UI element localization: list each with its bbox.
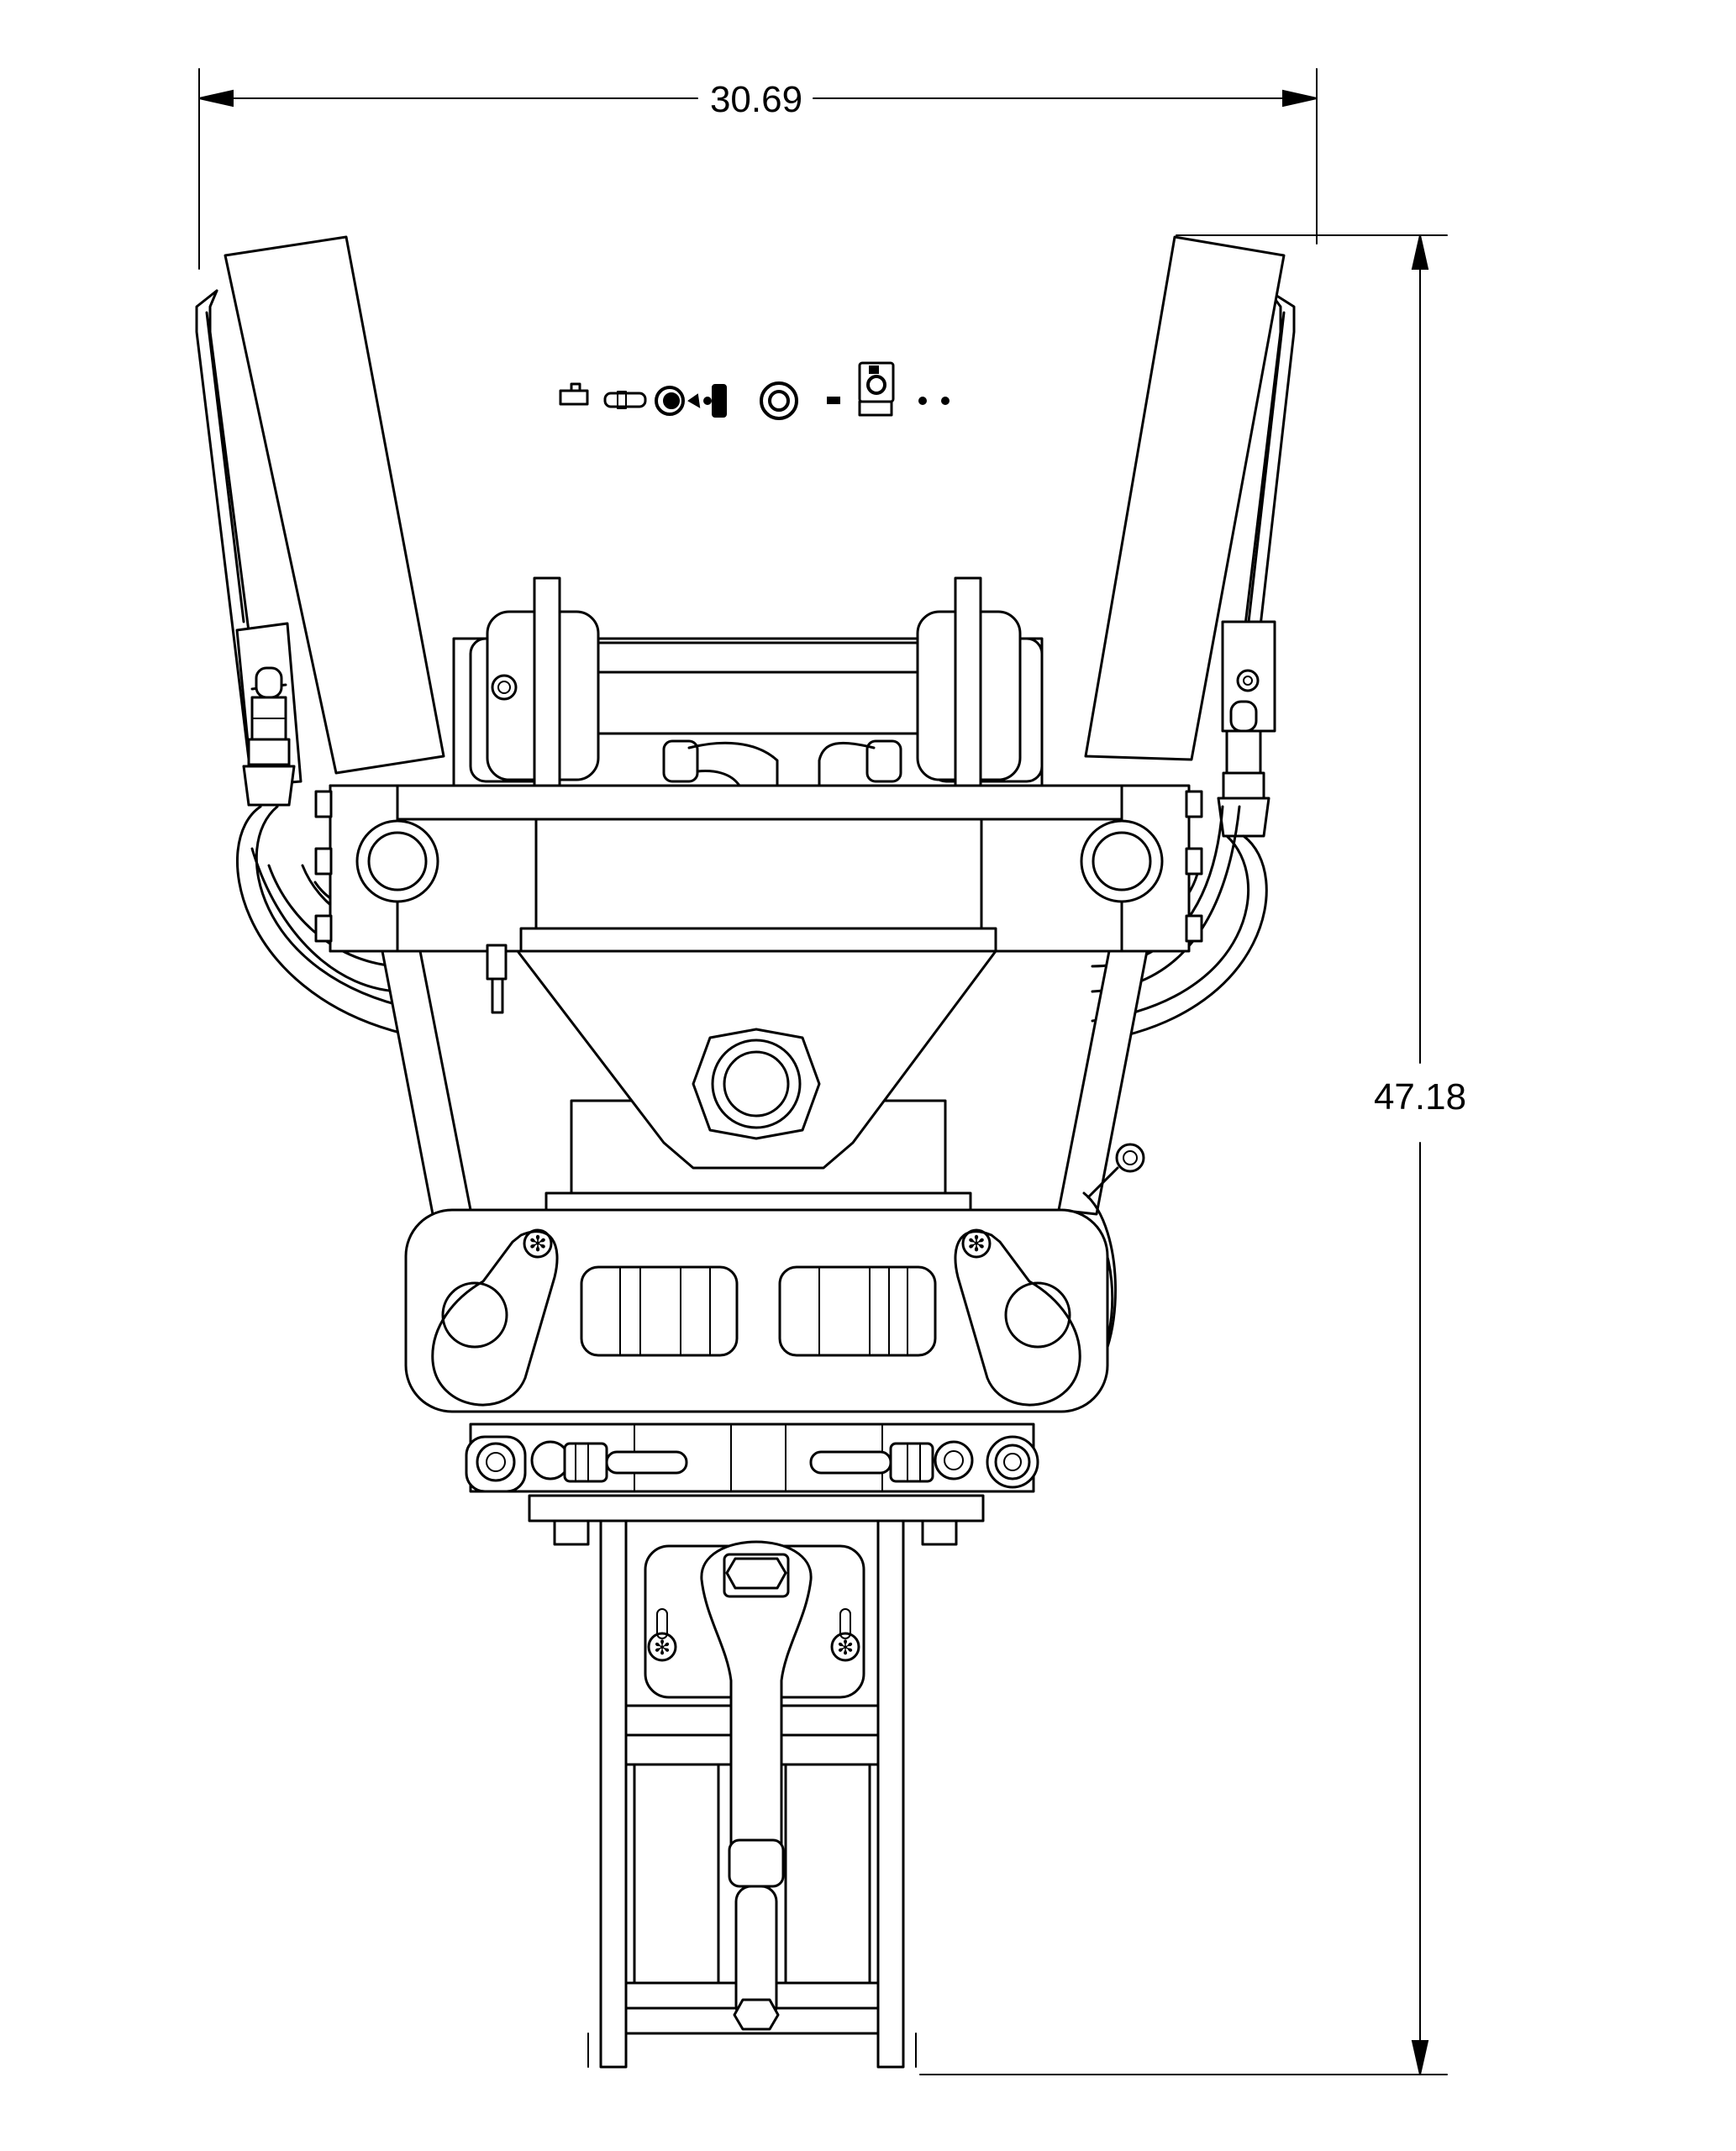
loose-parts-row [559, 361, 950, 420]
svg-text:✻: ✻ [529, 1232, 547, 1257]
upper-bracket-assembly [452, 576, 1044, 945]
side-links [381, 944, 1149, 1216]
height-label: 47.18 [1374, 1076, 1466, 1118]
swivel-fittings-row [465, 1423, 1039, 1493]
mount-plate [528, 1494, 985, 1546]
svg-text:✻: ✻ [654, 1636, 671, 1659]
left-hydraulic-cylinder [195, 235, 445, 807]
right-hydraulic-cylinder [1084, 235, 1296, 838]
width-label: 30.69 [710, 79, 802, 120]
main-crossbar [314, 784, 1203, 953]
svg-text:✻: ✻ [837, 1636, 854, 1659]
svg-text:✻: ✻ [967, 1232, 986, 1257]
lower-frame: ✻ ✻ [587, 1519, 917, 2069]
central-triangle-plate [516, 949, 997, 1220]
rotator-housing: ✻ ✻ [404, 1191, 1117, 1413]
width-dimension: 30.69 [198, 68, 1318, 270]
height-dimension: 47.18 [919, 234, 1466, 2075]
